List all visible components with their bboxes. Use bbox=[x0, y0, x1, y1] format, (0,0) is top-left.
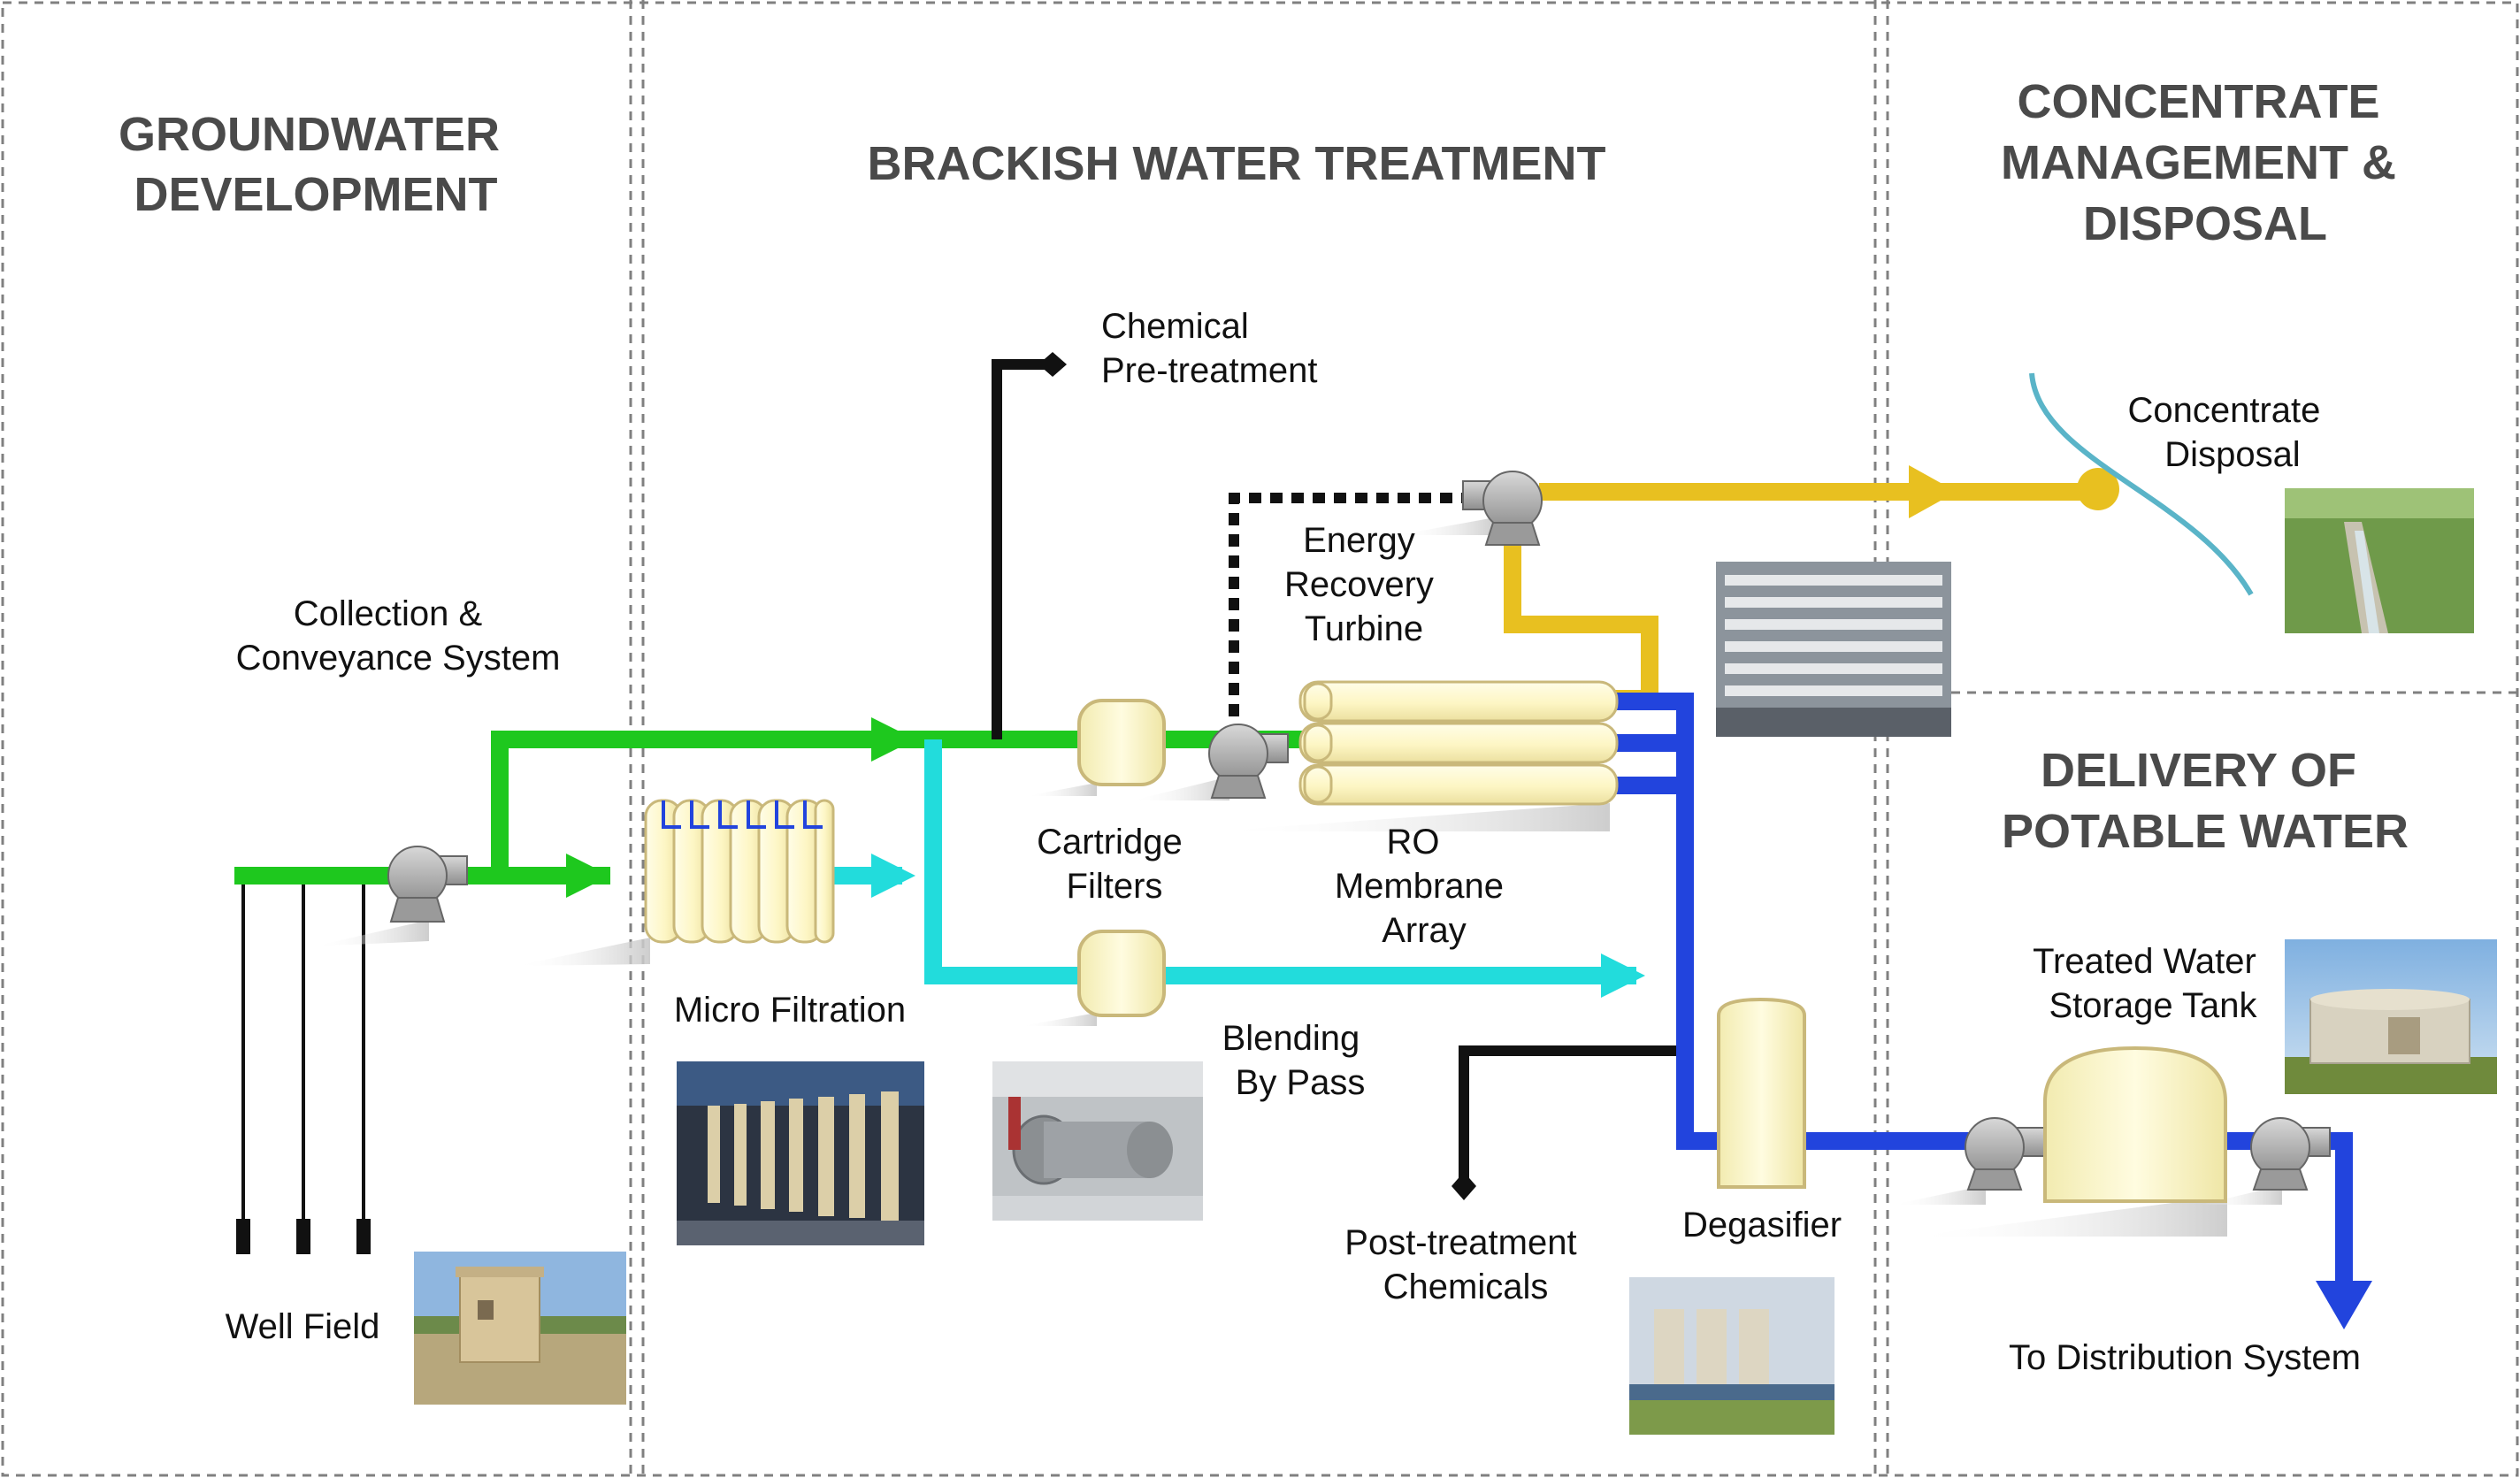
pump-icon bbox=[2250, 1117, 2331, 1191]
blending-vessels-photo bbox=[992, 1061, 1203, 1221]
well-field bbox=[236, 876, 371, 1254]
ro-membrane-array bbox=[1298, 680, 1619, 806]
collection-conveyance-label: Collection & Conveyance System bbox=[236, 594, 561, 678]
ro-membrane-array-label: RO Membrane Array bbox=[1335, 823, 1513, 950]
degasifier-tank bbox=[1717, 997, 1806, 1189]
post-treatment-chemicals-label: Post-treatment Chemicals bbox=[1344, 1223, 1586, 1306]
well-field-label: Well Field bbox=[226, 1307, 380, 1346]
chemical-lines bbox=[992, 359, 1676, 1183]
section-title-concentrate: CONCENTRATE MANAGEMENT & DISPOSAL bbox=[2001, 75, 2409, 250]
chemical-pretreatment-label: Chemical Pre-treatment bbox=[1101, 307, 1318, 390]
energy-recovery-turbine-label: Energy Recovery Turbine bbox=[1284, 521, 1444, 648]
section-title-delivery: DELIVERY OF POTABLE WATER bbox=[2002, 744, 2409, 858]
ro-array-photo bbox=[1716, 562, 1951, 737]
storage-tank bbox=[2043, 1045, 2227, 1203]
turbine-icon bbox=[1462, 471, 1543, 546]
equipment-shadows bbox=[314, 517, 2282, 1237]
filtered-water-arrows bbox=[871, 854, 1645, 998]
blending-bypass-label: Blending By Pass bbox=[1222, 1019, 1370, 1102]
distribution-arrow bbox=[2316, 1281, 2372, 1329]
concentrate-arrow bbox=[1909, 465, 2119, 518]
cartridge-filter bbox=[1077, 699, 1166, 786]
well-house-photo bbox=[414, 1252, 626, 1405]
degasifier-photo bbox=[1629, 1277, 1834, 1435]
raw-water-arrows bbox=[566, 717, 915, 898]
concentrate-disposal-label: Concentrate Disposal bbox=[2127, 391, 2330, 474]
micro-filtration-label: Micro Filtration bbox=[674, 991, 906, 1030]
degasifier-label: Degasifier bbox=[1682, 1206, 1842, 1244]
concentrate-discharge-curve bbox=[2029, 372, 2254, 596]
section-title-groundwater: GROUNDWATER DEVELOPMENT bbox=[119, 108, 513, 221]
pump-icon bbox=[1965, 1117, 2045, 1191]
micro-filtration-photo bbox=[677, 1061, 924, 1245]
micro-filtration-unit bbox=[644, 799, 835, 944]
chemical-diamonds bbox=[1038, 352, 1476, 1200]
pump-icon bbox=[387, 846, 468, 923]
storage-tank-label: Treated Water Storage Tank bbox=[2033, 942, 2266, 1025]
concentrate-disposal-photo bbox=[2285, 488, 2474, 633]
distribution-system-label: To Distribution System bbox=[2009, 1338, 2361, 1377]
storage-tank-photo bbox=[2285, 939, 2497, 1094]
energy-recovery-dotted-line bbox=[1229, 493, 1495, 716]
pump-icon bbox=[1208, 724, 1289, 799]
blending-filter bbox=[1077, 930, 1166, 1017]
cartridge-filters-label: Cartridge Filters bbox=[1037, 823, 1192, 906]
section-title-treatment: BRACKISH WATER TREATMENT bbox=[868, 137, 1606, 190]
